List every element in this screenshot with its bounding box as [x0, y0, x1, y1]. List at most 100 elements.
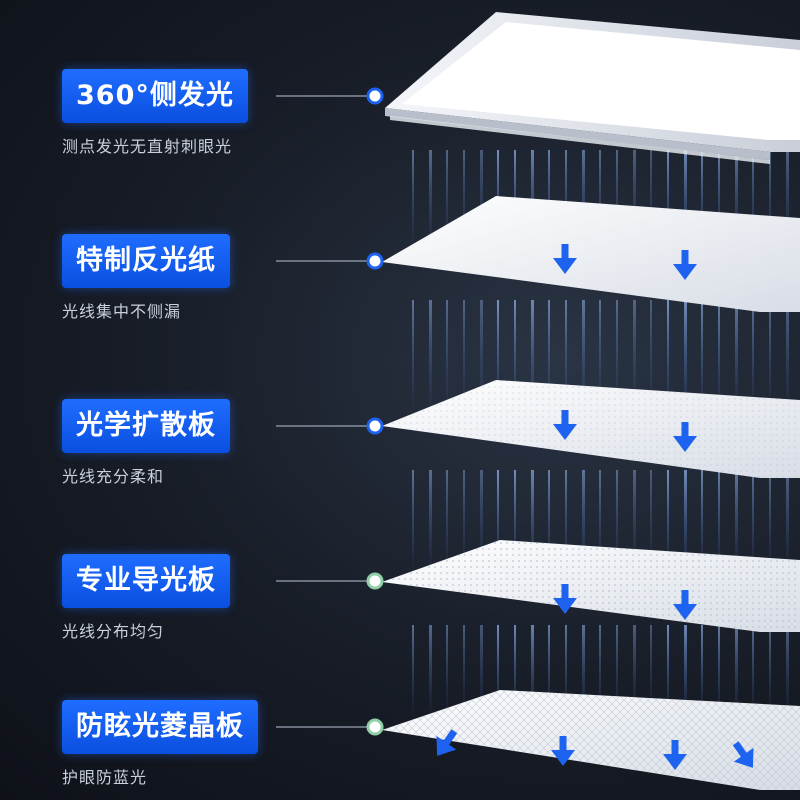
light-ray — [667, 470, 669, 575]
light-ray — [752, 625, 754, 720]
light-ray — [412, 470, 414, 575]
light-ray — [701, 625, 703, 720]
light-ray — [412, 625, 414, 720]
light-ray — [599, 300, 601, 415]
light-ray — [701, 300, 703, 415]
light-ray — [633, 300, 636, 415]
light-ray — [650, 150, 652, 250]
light-ray — [514, 300, 516, 415]
light-ray — [752, 300, 754, 415]
light-ray — [735, 300, 738, 415]
connector-dots — [366, 87, 384, 736]
light-ray — [548, 300, 550, 415]
light-ray — [412, 150, 414, 250]
light-ray — [752, 470, 754, 575]
light-ray — [531, 300, 534, 415]
light-ray — [599, 625, 601, 720]
light-ray — [718, 470, 720, 575]
light-ray — [565, 150, 567, 250]
light-ray — [429, 300, 432, 415]
light-ray — [582, 150, 585, 250]
feature-diffuser: 光学扩散板 光线充分柔和 — [62, 399, 230, 487]
light-ray — [786, 300, 789, 415]
light-ray — [497, 470, 499, 575]
connector-lines — [276, 95, 372, 728]
light-guide-plate — [382, 540, 800, 632]
light-ray — [514, 470, 516, 575]
light-ray — [616, 150, 618, 250]
feature-side-emitting: 360°侧发光 测点发光无直射刺眼光 — [62, 69, 248, 157]
light-ray — [412, 300, 414, 415]
light-ray — [718, 300, 720, 415]
light-ray — [582, 300, 585, 415]
feature-subtitle: 护眼防蓝光 — [62, 768, 148, 787]
light-ray — [684, 470, 687, 575]
light-ray — [616, 470, 618, 575]
light-ray — [463, 470, 465, 575]
light-ray — [650, 625, 652, 720]
light-ray — [565, 625, 567, 720]
anti-glare-prism-plate — [382, 690, 800, 790]
light-ray — [718, 625, 720, 720]
light-ray — [616, 625, 618, 720]
feature-subtitle: 光线集中不侧漏 — [62, 302, 182, 321]
light-ray — [582, 625, 585, 720]
light-ray — [769, 150, 771, 250]
light-ray — [446, 300, 448, 415]
feature-title: 特制反光纸 — [62, 234, 230, 288]
feature-title: 360°侧发光 — [62, 69, 248, 123]
light-ray — [701, 470, 703, 575]
light-ray — [684, 625, 687, 720]
light-ray — [446, 470, 448, 575]
light-ray — [429, 150, 432, 250]
feature-anti-glare: 防眩光菱晶板 护眼防蓝光 — [62, 700, 258, 788]
light-rays — [412, 150, 789, 720]
light-ray — [514, 625, 516, 720]
light-ray — [548, 470, 550, 575]
feature-subtitle: 测点发光无直射刺眼光 — [62, 137, 233, 156]
light-ray — [480, 625, 483, 720]
feature-title: 专业导光板 — [62, 554, 230, 608]
light-ray — [633, 150, 636, 250]
light-ray — [769, 300, 771, 415]
feature-title: 防眩光菱晶板 — [62, 700, 258, 754]
feature-subtitle: 光线分布均匀 — [62, 622, 165, 641]
light-ray — [769, 470, 771, 575]
light-ray — [531, 625, 534, 720]
feature-reflective-paper: 特制反光纸 光线集中不侧漏 — [62, 234, 230, 322]
light-ray — [463, 150, 465, 250]
light-ray — [446, 625, 448, 720]
light-ray — [769, 625, 771, 720]
light-ray — [667, 625, 669, 720]
light-ray — [667, 150, 669, 250]
light-ray — [786, 150, 789, 250]
light-ray — [735, 470, 738, 575]
light-ray — [565, 300, 567, 415]
light-ray — [599, 470, 601, 575]
light-ray — [684, 150, 687, 250]
light-ray — [633, 625, 636, 720]
light-ray — [463, 625, 465, 720]
light-ray — [582, 470, 585, 575]
light-ray — [599, 150, 601, 250]
light-ray — [446, 150, 448, 250]
light-ray — [480, 470, 483, 575]
light-ray — [650, 300, 652, 415]
light-ray — [701, 150, 703, 250]
light-ray — [786, 625, 789, 720]
light-ray — [480, 150, 483, 250]
light-ray — [463, 300, 465, 415]
feature-light-guide: 专业导光板 光线分布均匀 — [62, 554, 230, 642]
light-ray — [735, 625, 738, 720]
light-ray — [616, 300, 618, 415]
light-ray — [565, 470, 567, 575]
light-ray — [718, 150, 720, 250]
light-ray — [480, 300, 483, 415]
light-ray — [429, 470, 432, 575]
light-ray — [735, 150, 738, 250]
feature-title: 光学扩散板 — [62, 399, 230, 453]
light-ray — [684, 300, 687, 415]
light-ray — [531, 470, 534, 575]
diffuser-plate — [382, 380, 800, 478]
